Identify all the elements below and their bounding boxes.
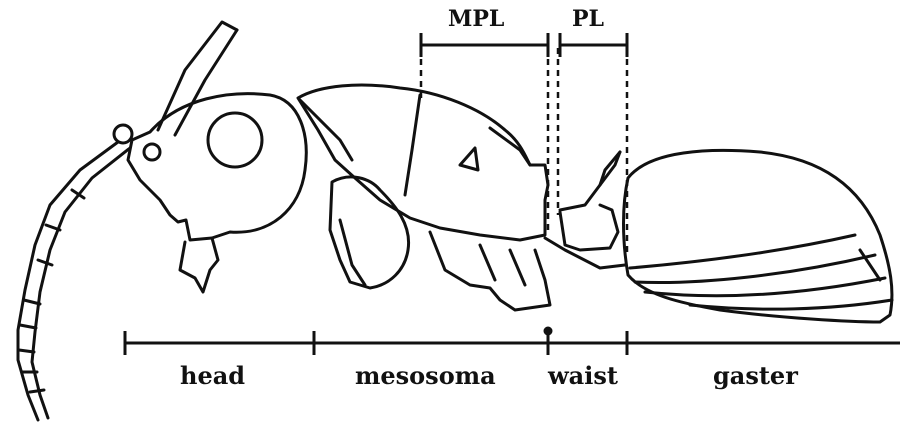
head [128, 94, 306, 292]
gaster-label: gaster [713, 361, 798, 390]
mesosoma-label: mesosoma [355, 361, 496, 390]
mpl-label: MPL [448, 6, 504, 32]
mpl-bracket [421, 33, 548, 57]
pl-bracket [560, 33, 627, 57]
waist-label: waist [548, 361, 618, 390]
pl-label: PL [572, 6, 604, 32]
head-label: head [180, 361, 245, 390]
mesosoma [298, 85, 550, 310]
gaster [624, 150, 893, 322]
segment-scale [125, 328, 900, 355]
